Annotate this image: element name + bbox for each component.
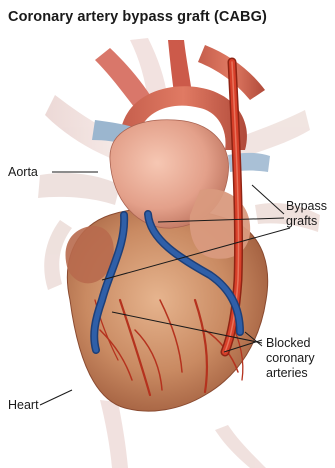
label-bypass-grafts: Bypass grafts — [286, 199, 327, 229]
label-blocked-line2: coronary — [266, 351, 315, 366]
label-blocked-line1: Blocked — [266, 336, 315, 351]
label-blocked-coronary-arteries: Blocked coronary arteries — [266, 336, 315, 381]
label-bypass-grafts-line1: Bypass — [286, 199, 327, 214]
label-aorta: Aorta — [8, 165, 38, 180]
label-heart: Heart — [8, 398, 39, 413]
label-bypass-grafts-line2: grafts — [286, 214, 327, 229]
label-blocked-line3: arteries — [266, 366, 315, 381]
